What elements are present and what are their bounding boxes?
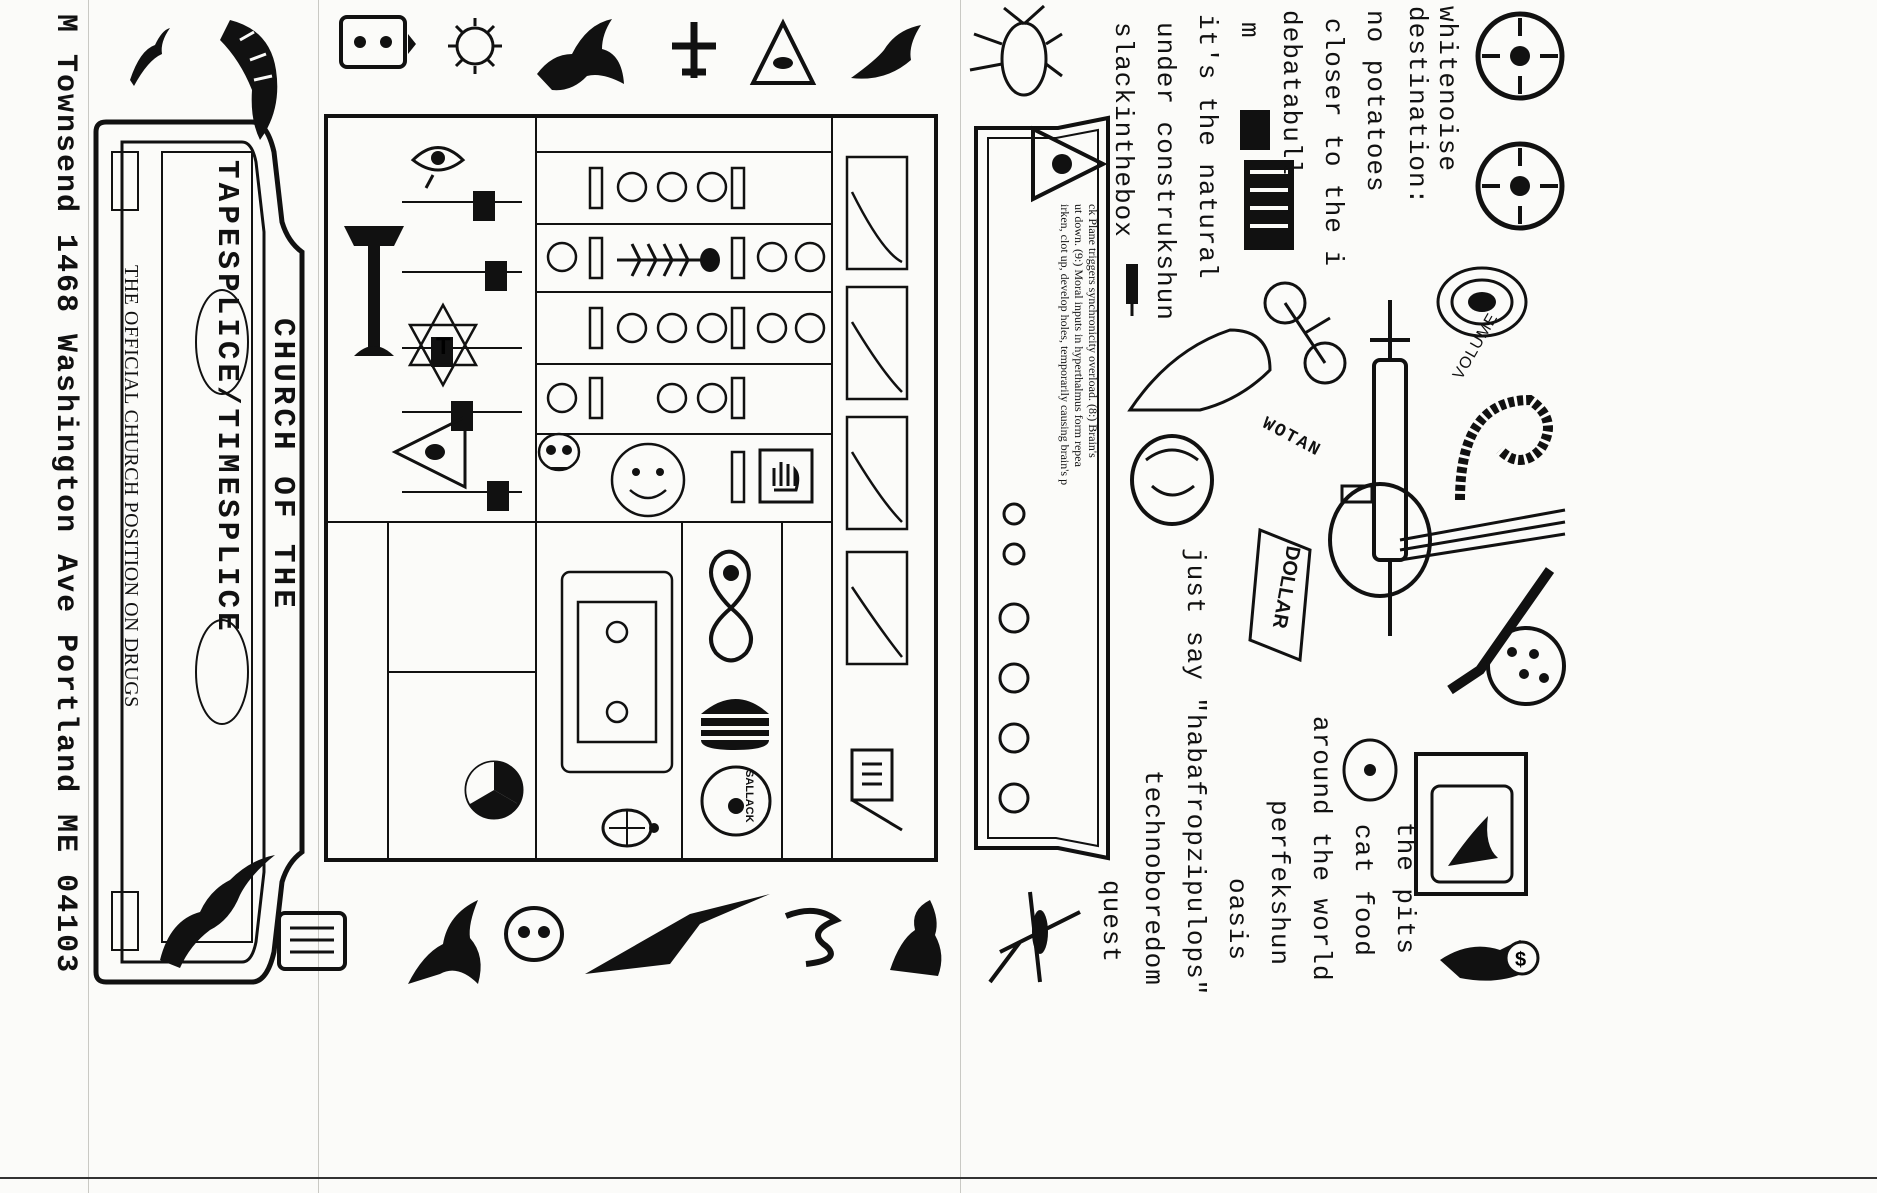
track-around-the-world: around the world [1306,716,1336,982]
praying-hands-icon [1127,328,1272,412]
front-title: CHURCH OF THE [265,318,300,612]
lizard-icon [130,28,170,86]
dollar-icon [1248,527,1312,663]
chair-icon [850,748,903,832]
hand-icon [758,448,814,504]
track-quest: quest [1096,880,1126,964]
inlay-note-3: irken, clot up, develop holes, temporari… [1058,204,1072,486]
syringe-icon [1370,300,1410,636]
wotan-label: WOTAN [1258,414,1325,462]
star-of-david-icon: T [407,302,479,388]
dinosaur-icon [160,855,275,968]
track-technoboredom: technoboredom [1138,770,1168,986]
cassette-icon [339,15,416,69]
track-slackinthebox: slackinthebox [1108,22,1138,238]
bicycle-icon [1263,281,1347,385]
track-debatabull: debatabull [1276,10,1306,177]
snake-icon [784,907,842,967]
spiral-icon [1436,266,1528,338]
track-closer-to-the-i: closer to the i [1318,18,1348,268]
sallack-label: SALLACK [743,770,755,823]
inlay-note-1: ck Plane triggers synchronicity overload… [1086,204,1100,458]
cassette-frame [93,119,305,985]
donut-icon [700,765,772,837]
svg-text:$: $ [1515,949,1526,971]
bottom-edge-rule [0,1177,1877,1179]
eye-pyramid-icon [391,414,467,490]
tower-icon [344,226,404,356]
dinosaur-icon [537,19,624,91]
syringe-icon [1126,264,1138,316]
dinosaur-icon [851,25,921,79]
track-just-say-habafropzipulops: just say "habafropzipulops" [1180,548,1210,997]
track-under-construkshun: under construkshun [1150,22,1180,321]
smiley-icon [610,442,686,518]
track-no-potatoes: no potatoes [1360,10,1390,193]
eye-pyramid-icon [1031,125,1108,203]
radiation-icon [1342,738,1398,802]
skull-icon [504,906,564,962]
cockroach-icon [969,4,1063,97]
sun-face-icon [448,18,502,74]
brain-icon [1486,626,1566,706]
fold-line [88,0,89,1193]
fold-line [318,0,319,1193]
dinosaur-icon [220,20,278,140]
eye-pyramid-icon [749,18,817,85]
fold-line [960,0,961,1193]
portrait-icon [1130,434,1214,526]
mosquito-icon [988,891,1081,984]
cassette-icon [277,911,347,971]
eye-of-horus-icon [410,146,466,189]
track-whitenoise: whitenoise [1432,6,1462,173]
hamburger-icon [701,699,769,750]
skull-icon [537,432,581,472]
track-perfekshun: perfekshun [1264,800,1294,967]
spine-address: M Townsend 1468 Washington Ave Portland … [48,14,82,975]
hand-dollar-icon: $ [1440,940,1540,981]
rifle-icon [1447,567,1555,695]
inlay-note-2: ut down. (9:) Moral inputs in hyperthalm… [1072,204,1086,467]
track-the-pits: the pits [1390,822,1420,955]
track-oasis: oasis [1222,878,1252,962]
rope-icon [1455,394,1553,501]
infinity-icon [709,549,753,663]
fallout-icon [464,760,524,820]
track-m: m [1234,22,1264,39]
cassette-deck [974,115,1110,861]
front-subtitle: TAPESPLICE/TIMESPLICE [209,160,244,635]
front-tagline: THE OFFICIAL CHURCH POSITION ON DRUGS [120,265,142,708]
tv-icon [1414,752,1528,896]
svg-text:T: T [436,333,451,360]
track-destination: destination: [1402,6,1432,206]
airplane-icon [672,22,716,78]
monkey-icon [890,900,942,976]
reel-icon [1475,11,1565,231]
fishbone-icon [617,243,720,277]
mixer-panel [324,114,938,862]
track-cat-food: cat food [1348,824,1378,957]
pterodactyl-icon [585,894,770,974]
turtle-icon [601,808,659,848]
track-its-the-natural: it's the natural [1192,14,1222,280]
dinosaur-icon [408,900,481,984]
film-strip-icon [1240,110,1294,250]
